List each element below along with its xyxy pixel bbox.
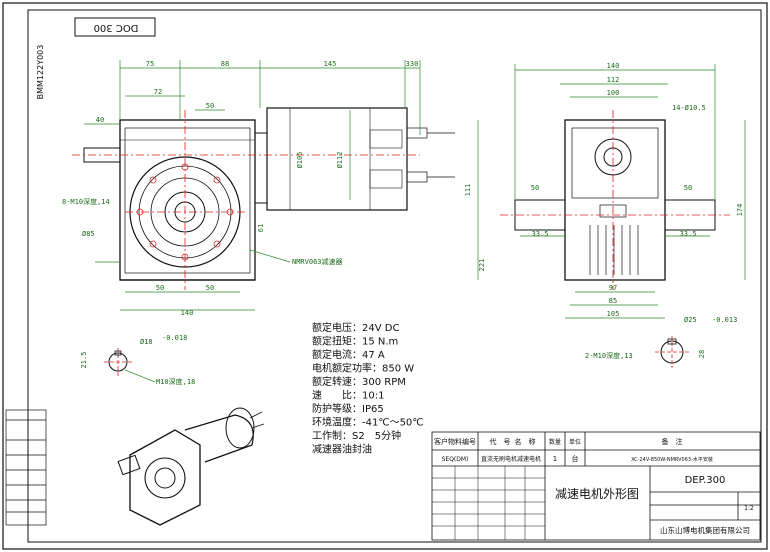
inner-frame <box>27 9 762 543</box>
spec-line: 额定电流：47 A <box>312 348 385 361</box>
dim-40: 40 <box>96 116 104 124</box>
revision-strip <box>5 409 47 526</box>
tb-r-unit: 台 <box>572 454 579 463</box>
spec-line: 防护等级：IP65 <box>312 402 384 415</box>
side-code: BMM122Y003 <box>36 45 45 100</box>
tb-r-code: SEQ(DM) <box>442 456 469 463</box>
dim-50r2: 50 <box>684 184 692 192</box>
dim-112v: Ø112 <box>336 152 344 169</box>
dim-145: 145 <box>324 60 337 68</box>
dim-33a: 33.5 <box>532 230 549 238</box>
tb-h-name: 名 称 <box>515 437 536 446</box>
title-block-grid-left <box>432 466 545 540</box>
tb-company: 山东山博电机集团有限公司 <box>660 525 750 535</box>
drawing-number-box <box>74 17 156 37</box>
tb-h-unit: 单位 <box>569 438 581 446</box>
tb-r-name: 直流无刷电机减速电机 <box>481 455 541 463</box>
spec-line: 电机额定功率：850 W <box>312 362 414 375</box>
shaft-detail-left <box>104 348 132 376</box>
dim-112: 112 <box>607 76 620 84</box>
tb-r-remark: XC-24V-850W-NMRV063-水平安装 <box>631 456 713 463</box>
dim-61: 61 <box>257 224 265 232</box>
tb-doc-no: DEP.300 <box>685 475 726 486</box>
side-view <box>500 110 730 290</box>
dim-21: 21.5 <box>80 352 88 369</box>
phi18-tol: -0.018 <box>162 334 187 342</box>
title-block <box>431 431 761 541</box>
dim-88: 88 <box>221 60 229 68</box>
dim-75: 75 <box>146 60 154 68</box>
front-view <box>72 107 455 290</box>
holes-m10: 14-Ø10.5 <box>672 104 706 112</box>
dim-140r: 140 <box>607 62 620 70</box>
dim-50c: 50 <box>206 284 214 292</box>
phi85-label: Ø85 <box>82 230 95 238</box>
dim-50r1: 50 <box>531 184 539 192</box>
shaft-holes: 2-M10深度,13 <box>585 351 633 360</box>
dim-28: 28 <box>698 350 706 358</box>
dim-111: 111 <box>464 184 472 197</box>
tb-h-remark: 备 注 <box>662 437 683 446</box>
dim-105b: 105 <box>607 310 620 318</box>
side-view-dimensions <box>477 64 746 319</box>
dim-50a: 50 <box>206 102 214 110</box>
shaft-detail-right <box>655 336 690 368</box>
dim-330: 330 <box>406 60 419 68</box>
isometric-view <box>117 407 265 526</box>
holes-left-label: 8-M10深度,14 <box>62 197 110 206</box>
dim-97: 97 <box>609 284 617 292</box>
spec-line: 额定电压：24V DC <box>312 321 399 334</box>
tb-h-qty: 数量 <box>549 438 561 446</box>
dim-33b: 33.5 <box>680 230 697 238</box>
dim-221: 221 <box>478 259 486 272</box>
spec-line: 额定扭矩：15 N.m <box>312 335 398 348</box>
dim-85: 85 <box>609 297 617 305</box>
spec-line: 环境温度：-41℃～50℃ <box>312 416 424 429</box>
gear-label: NMRV063减速器 <box>292 257 343 266</box>
drawing-number-text: DOC 300 <box>94 22 139 33</box>
dim-100: 100 <box>607 89 620 97</box>
tb-scale: 1:2 <box>744 505 754 512</box>
dim-105: Ø105 <box>296 152 304 169</box>
front-view-dimensions <box>84 60 421 311</box>
spec-line: 工作制：S2 5分钟 <box>312 429 401 442</box>
phi25-tol: -0.013 <box>712 316 737 324</box>
tb-h-code: 代 号 <box>490 437 511 446</box>
dim-140: 140 <box>181 309 194 317</box>
tb-h-customer: 客户物料编号 <box>434 437 476 446</box>
phi25: Ø25 <box>684 316 697 324</box>
tb-title: 减速电机外形图 <box>555 487 639 501</box>
dim-174: 174 <box>736 204 744 217</box>
spec-line: 额定转速：300 RPM <box>312 375 406 388</box>
spec-line: 减速器油封油 <box>312 443 372 456</box>
phi18: Ø18 <box>140 338 153 346</box>
spec-line: 速 比：10:1 <box>312 390 384 402</box>
tb-r-qty: 1 <box>553 455 557 463</box>
dim-50b: 50 <box>156 284 164 292</box>
shaft-holes-left: M10深度,18 <box>156 377 195 386</box>
dim-72: 72 <box>154 88 162 96</box>
